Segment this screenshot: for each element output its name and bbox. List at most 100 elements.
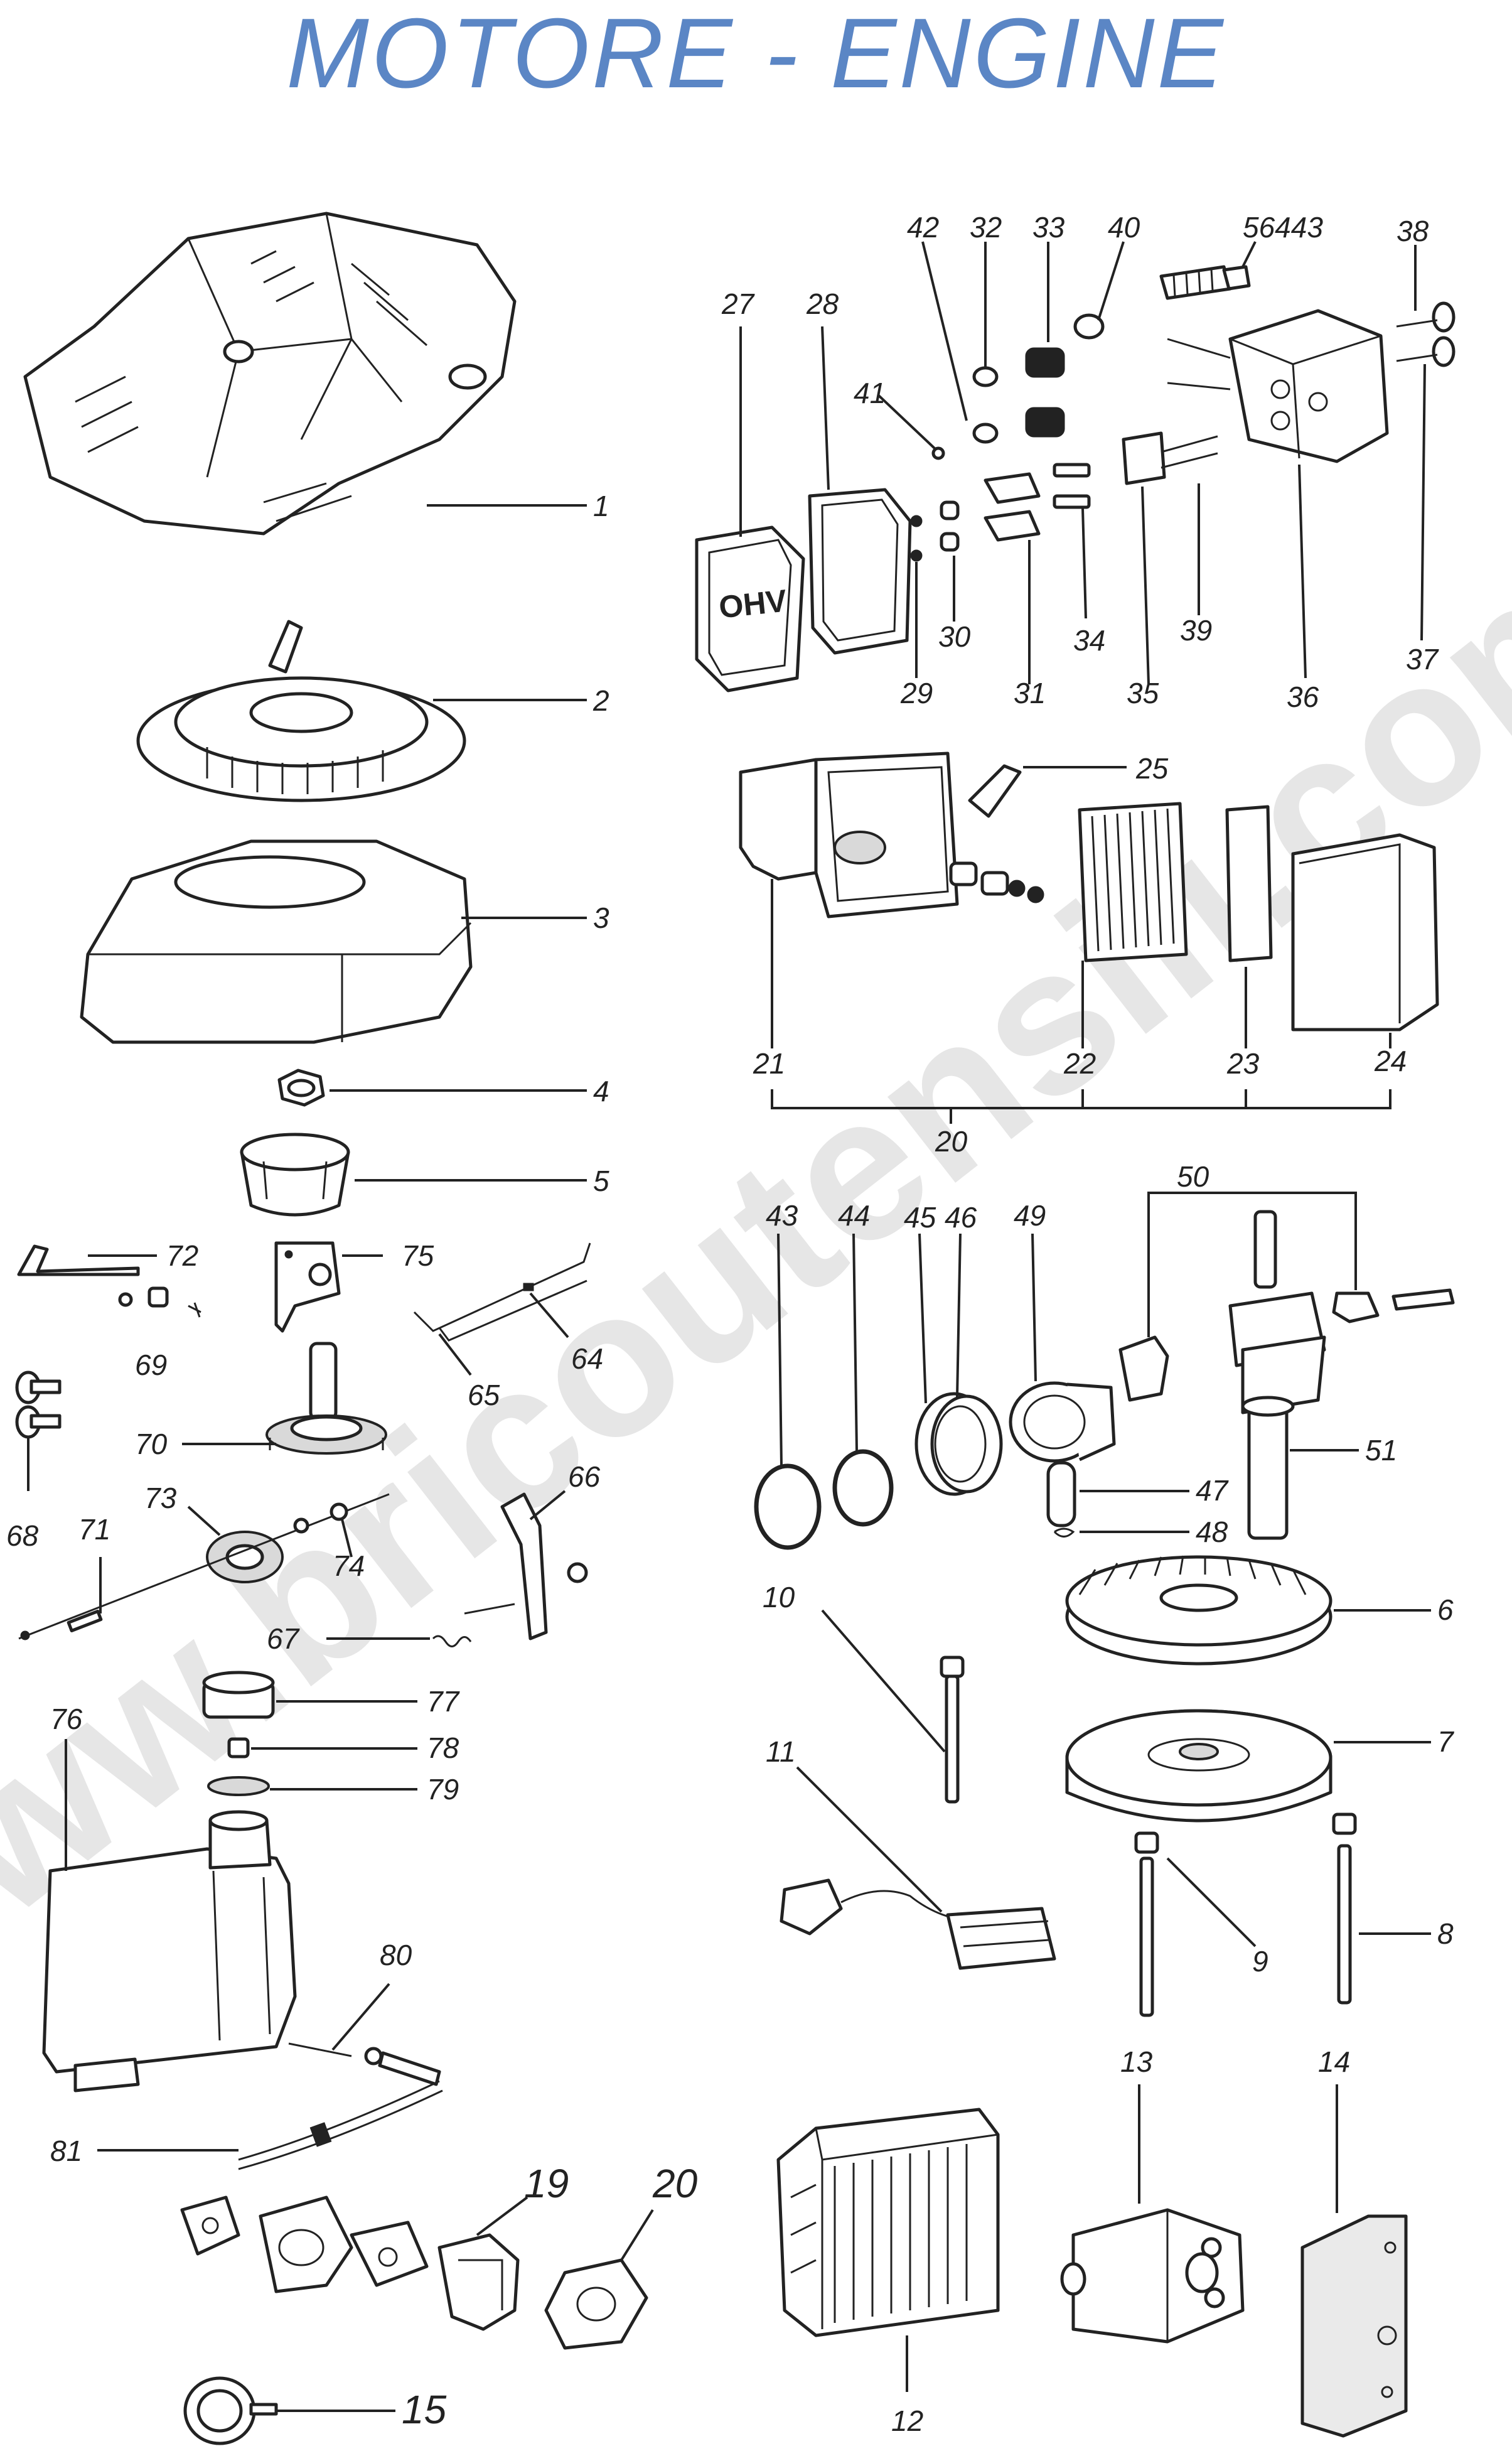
spark-plug-part (1159, 265, 1251, 300)
air-filter-gasket-part (544, 2258, 648, 2350)
fuel-cap-part (202, 1671, 275, 1719)
label-11: 11 (766, 1735, 796, 1768)
label-3: 3 (593, 902, 609, 934)
label-67: 67 (267, 1622, 300, 1655)
governor-bush-part (147, 1286, 201, 1318)
bolt-part (15, 1371, 62, 1439)
label-27: 27 (721, 288, 755, 320)
label-56443: 56443 (1243, 211, 1323, 244)
label-77: 77 (427, 1685, 460, 1718)
governor-gear-part (206, 1531, 284, 1583)
air-filter-element-part (1078, 802, 1188, 962)
carburettor-insulator-part (259, 2195, 353, 2293)
label-47: 47 (1196, 1474, 1229, 1507)
carburettor-gasket-part (180, 2195, 240, 2256)
flywheel-bolt-part (1134, 1831, 1159, 2017)
governor-spring-part (432, 1635, 472, 1647)
label-48: 48 (1196, 1516, 1228, 1548)
label-35: 35 (1127, 677, 1159, 709)
label-29: 29 (900, 677, 933, 709)
fuel-filter-screen-part (207, 1776, 270, 1796)
label-51: 51 (1365, 1434, 1397, 1467)
crankshaft-part (1228, 1210, 1326, 1540)
piston-clip-part (1053, 1527, 1075, 1538)
rocker-stud-part (1053, 463, 1091, 509)
label-39: 39 (1180, 614, 1212, 647)
part-number-labels: 1 2 3 4 5 72 75 69 64 65 70 66 73 68 71 … (6, 211, 1454, 2437)
label-42: 42 (907, 211, 939, 244)
label-15: 15 (402, 2387, 447, 2432)
label-6: 6 (1437, 1593, 1454, 1626)
air-filter-base-part (739, 751, 959, 918)
label-38: 38 (1397, 215, 1429, 247)
label-13: 13 (1120, 2045, 1153, 2078)
label-43: 43 (766, 1199, 798, 1232)
label-36: 36 (1287, 681, 1319, 713)
label-21: 21 (753, 1047, 785, 1080)
piston-ring-part (754, 1449, 894, 1550)
label-1: 1 (593, 490, 609, 522)
rocker-cover-gasket-part (808, 488, 912, 655)
fuel-hose-part (238, 2080, 443, 2170)
muffler-part (1060, 2208, 1245, 2344)
muffler-gasket-part (1300, 2214, 1408, 2438)
push-rod-guide-part (1122, 431, 1218, 485)
valve-spring-part (1025, 347, 1065, 438)
label-79: 79 (427, 1773, 459, 1806)
label-37: 37 (1406, 643, 1439, 676)
label-71: 71 (78, 1513, 110, 1546)
label-12: 12 (891, 2405, 923, 2437)
valve-seal-part (1073, 313, 1105, 340)
connecting-rod-part (1118, 1288, 1455, 1402)
rocker-nut-part (910, 500, 960, 562)
label-20-carb: 20 (652, 2161, 698, 2206)
camshaft-part (265, 1342, 387, 1455)
label-78: 78 (427, 1732, 459, 1764)
label-81: 81 (50, 2135, 82, 2167)
coil-stud-part (1332, 1812, 1357, 2005)
label-75: 75 (402, 1239, 434, 1272)
governor-lever-part (464, 1492, 588, 1640)
label-30: 30 (938, 620, 971, 653)
piston-ring-set-part (914, 1392, 1003, 1496)
valve-part (1396, 301, 1456, 367)
ignition-coil-part (780, 1878, 1056, 1970)
cylinder-head-part (1167, 309, 1389, 463)
fuel-hose-clamp-part (288, 2042, 441, 2086)
label-68: 68 (6, 1519, 39, 1552)
piston-part (1009, 1381, 1116, 1463)
flywheel-nut-part (277, 1069, 325, 1107)
rocker-arm-part (984, 472, 1041, 542)
label-2: 2 (592, 684, 609, 717)
carburettor-part (437, 2233, 520, 2331)
label-10: 10 (763, 1581, 795, 1613)
rocker-cover-part: OHV (695, 525, 805, 692)
governor-bracket-part (274, 1241, 341, 1333)
label-46: 46 (945, 1201, 977, 1234)
recoil-starter-part (136, 620, 466, 802)
governor-arm-part (17, 1244, 140, 1307)
air-filter-bracket-part (968, 764, 1022, 818)
valve-key-part (931, 446, 945, 460)
flywheel-part (1065, 1709, 1332, 1823)
label-34: 34 (1073, 624, 1105, 657)
label-7: 7 (1437, 1725, 1454, 1758)
label-70: 70 (135, 1428, 168, 1460)
carburettor-gasket-2-part (350, 2221, 429, 2287)
label-40: 40 (1108, 211, 1140, 244)
air-filter-cover-part (1291, 833, 1439, 1031)
label-28: 28 (806, 288, 839, 320)
label-20-air-filter: 20 (935, 1125, 968, 1158)
label-31: 31 (1014, 677, 1046, 709)
label-41: 41 (854, 377, 886, 409)
label-5: 5 (593, 1165, 609, 1197)
piston-pin-part (1046, 1461, 1076, 1527)
stud-part (940, 1656, 965, 1804)
label-65: 65 (468, 1379, 500, 1411)
label-45: 45 (904, 1201, 936, 1234)
label-33: 33 (1032, 211, 1065, 244)
label-74: 74 (333, 1549, 365, 1582)
flywheel-fan-part (1065, 1555, 1332, 1666)
label-14: 14 (1318, 2045, 1350, 2078)
